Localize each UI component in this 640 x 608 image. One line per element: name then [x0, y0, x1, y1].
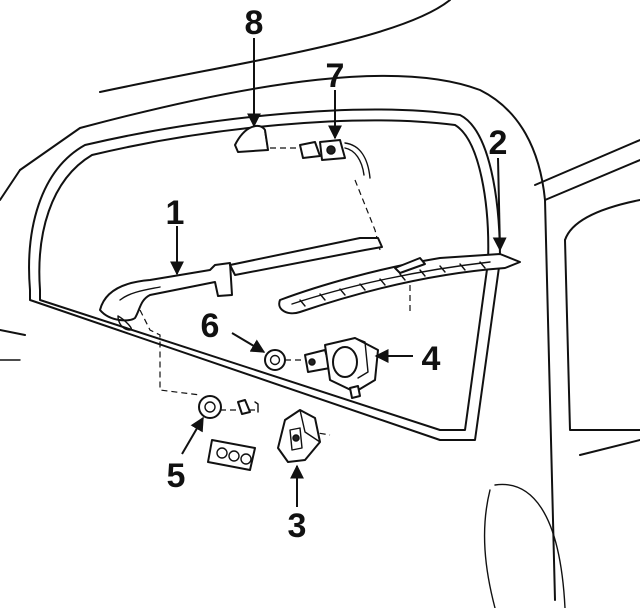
callout-4: 4 [422, 340, 441, 378]
switch-plate-part [207, 439, 256, 471]
rear-window [28, 108, 501, 441]
wiper-arm-part [99, 237, 383, 331]
callout-8: 8 [245, 4, 264, 42]
switch-part [277, 409, 321, 463]
wiper-blade-part [278, 253, 521, 315]
wiper-motor-part [304, 337, 379, 399]
callout-6: 6 [201, 307, 220, 345]
callout-labels: 1 2 3 4 5 6 7 8 [166, 4, 508, 545]
leader-lines [170, 38, 507, 507]
callout-3: 3 [288, 507, 307, 545]
washer-nozzle-part [299, 139, 371, 179]
callout-7: 7 [326, 57, 345, 95]
bezel-part [198, 395, 259, 419]
callout-2: 2 [489, 124, 508, 162]
callout-5: 5 [167, 457, 186, 495]
callout-1: 1 [166, 194, 185, 232]
nut-part [264, 349, 286, 371]
